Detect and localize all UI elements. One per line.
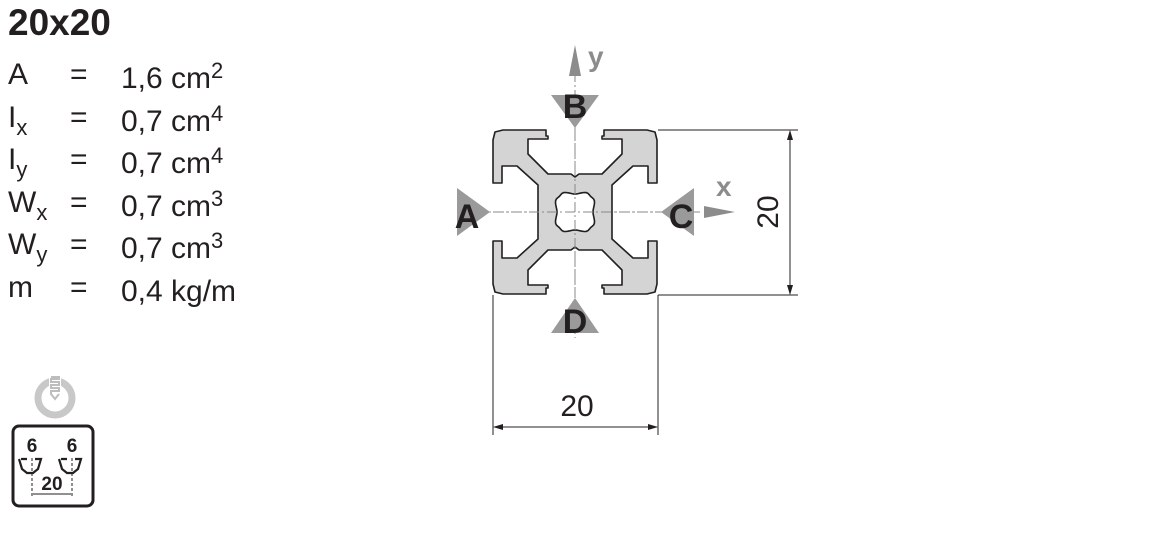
equals-sign: = bbox=[70, 100, 88, 134]
equals-sign: = bbox=[70, 228, 88, 261]
equals-sign: = bbox=[70, 143, 88, 176]
equals-sign: = bbox=[70, 270, 88, 304]
height-dimension: 20 bbox=[752, 195, 785, 228]
property-symbol: m bbox=[8, 270, 33, 304]
slot-profile-icons bbox=[17, 457, 83, 497]
slot-left-width: 6 bbox=[27, 436, 38, 457]
side-d-label: D bbox=[563, 303, 588, 341]
side-c-triangle-icon bbox=[661, 188, 694, 236]
screw-icon bbox=[34, 375, 76, 419]
side-a-label: A bbox=[455, 198, 480, 236]
side-b-triangle-icon bbox=[551, 95, 599, 128]
side-b-label: B bbox=[563, 88, 588, 126]
property-value: 0,7 cm3 bbox=[121, 185, 224, 223]
y-axis-arrow-icon bbox=[569, 45, 581, 76]
equals-sign: = bbox=[70, 185, 88, 219]
x-axis-label: x bbox=[716, 171, 732, 202]
equals-sign: = bbox=[70, 58, 88, 91]
y-axis-label: y bbox=[588, 41, 604, 72]
slot-right-width: 6 bbox=[67, 436, 78, 457]
slot-dimension-icon bbox=[11, 424, 95, 508]
property-symbol: Ix bbox=[8, 100, 28, 140]
property-symbol: Wy bbox=[8, 228, 48, 267]
property-symbol: Iy bbox=[8, 143, 28, 182]
property-value: 0,7 cm4 bbox=[121, 143, 224, 180]
side-c-label: C bbox=[669, 198, 694, 236]
slot-pitch: 20 bbox=[41, 474, 62, 495]
property-value: 1,6 cm2 bbox=[121, 58, 224, 95]
x-axis-arrow-icon bbox=[704, 206, 735, 218]
side-a-triangle-icon bbox=[457, 188, 490, 236]
property-value: 0,7 cm4 bbox=[121, 100, 224, 138]
side-d-triangle-icon bbox=[551, 298, 599, 333]
property-value: 0,7 cm3 bbox=[121, 228, 224, 265]
profile-title: 20x20 bbox=[8, 2, 111, 43]
property-symbol: Wx bbox=[8, 185, 48, 225]
property-value: 0,4 kg/m bbox=[121, 274, 237, 308]
dimension-lines bbox=[492, 129, 798, 435]
width-dimension: 20 bbox=[560, 390, 593, 423]
property-symbol: A bbox=[8, 58, 29, 91]
